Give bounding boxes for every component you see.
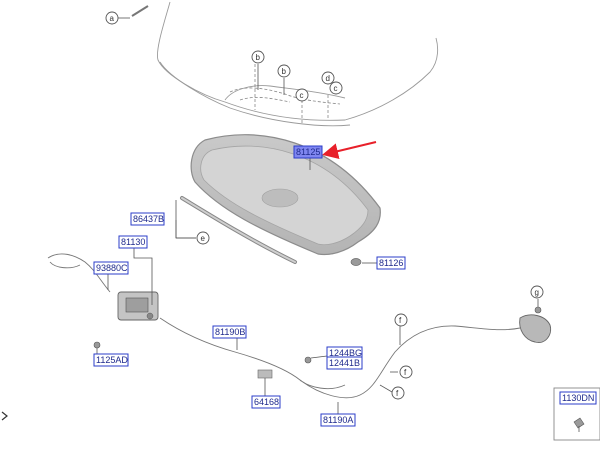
callout-b-2-text: b xyxy=(282,67,287,76)
hood-latch-assembly xyxy=(47,253,159,356)
part-label-12441b[interactable]: 12441B xyxy=(326,356,363,370)
callout-a[interactable]: a xyxy=(105,11,119,25)
callout-e[interactable]: e xyxy=(196,231,210,245)
callout-f-2[interactable]: f xyxy=(399,365,413,379)
leader-lines xyxy=(107,64,401,414)
callout-g[interactable]: g xyxy=(530,285,544,299)
callout-c-2[interactable]: c xyxy=(329,81,343,95)
part-label-12441b-text: 12441B xyxy=(329,358,360,368)
part-label-81190a-text: 81190A xyxy=(323,415,353,425)
release-handle xyxy=(519,299,552,343)
bolt-a-icon xyxy=(118,5,149,19)
detail-box-1130dn[interactable]: 1130DN xyxy=(553,387,600,441)
callout-c-1[interactable]: c xyxy=(295,88,309,102)
part-label-86437b-text: 86437B xyxy=(133,214,164,224)
cursor-pointer-icon xyxy=(1,411,8,421)
part-label-64168[interactable]: 64168 xyxy=(251,395,281,409)
callout-b-1[interactable]: b xyxy=(251,50,265,64)
part-label-81190b-text: 81190B xyxy=(215,327,245,337)
callout-a-text: a xyxy=(110,14,115,23)
callout-c-2-text: c xyxy=(334,84,338,93)
callout-g-text: g xyxy=(535,288,539,297)
clip-part-icon xyxy=(350,258,377,266)
callout-f-1-text: f xyxy=(399,316,402,325)
callout-c-1-text: c xyxy=(300,91,304,100)
callout-e-text: e xyxy=(201,234,206,243)
callout-f-2-text: f xyxy=(404,368,407,377)
part-label-1244bg-text: 1244BG xyxy=(329,348,362,358)
part-label-86437b[interactable]: 86437B xyxy=(130,212,165,226)
part-label-81126[interactable]: 81126 xyxy=(376,256,406,270)
part-label-81126-text: 81126 xyxy=(379,258,403,268)
part-label-1125ad[interactable]: 1125AD xyxy=(93,353,129,367)
part-label-81130[interactable]: 81130 xyxy=(118,235,148,249)
release-cable xyxy=(159,317,521,399)
callout-d-text: d xyxy=(326,74,330,83)
callout-f-3-text: f xyxy=(396,389,399,398)
callout-f-1[interactable]: f xyxy=(394,313,408,327)
part-label-1130dn-text: 1130DN xyxy=(562,393,594,403)
callout-f-3[interactable]: f xyxy=(391,386,405,400)
part-label-81125-text: 81125 xyxy=(296,147,320,157)
part-label-93880c-text: 93880C xyxy=(96,263,128,273)
part-label-1125ad-text: 1125AD xyxy=(96,355,128,365)
part-label-64168-text: 64168 xyxy=(254,397,279,407)
part-label-81130-text: 81130 xyxy=(121,237,145,247)
part-label-81125[interactable]: 81125 xyxy=(293,145,323,159)
part-label-93880c[interactable]: 93880C xyxy=(93,261,129,275)
callout-b-1-text: b xyxy=(256,53,261,62)
callout-d[interactable]: d xyxy=(321,71,335,85)
part-label-81190b[interactable]: 81190B xyxy=(212,325,247,339)
hood-outline xyxy=(157,1,439,127)
hood-insulator-pad xyxy=(190,134,381,256)
callout-b-2[interactable]: b xyxy=(277,64,291,78)
part-label-81190a[interactable]: 81190A xyxy=(320,413,356,427)
selection-arrow xyxy=(322,141,377,159)
